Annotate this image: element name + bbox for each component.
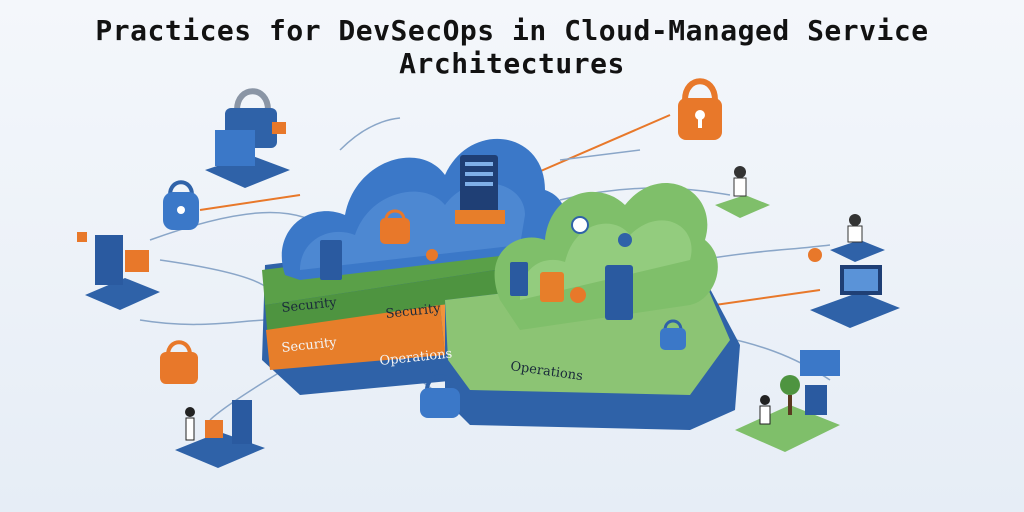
label-security-1: Security xyxy=(281,295,338,316)
padlock-icon xyxy=(380,209,410,244)
gear-icon xyxy=(426,216,632,303)
padlock-icon xyxy=(678,78,722,140)
padlock-icon xyxy=(163,180,199,230)
padlock-icon xyxy=(160,340,198,384)
laptop-icon xyxy=(810,265,900,328)
node-right xyxy=(808,214,885,262)
padlock-icon xyxy=(660,319,686,350)
label-security-3: Security xyxy=(281,335,338,356)
tree-icon xyxy=(780,375,800,415)
padlock-icon xyxy=(420,374,460,418)
node-right-top xyxy=(715,166,770,218)
label-security-2: Security xyxy=(385,301,442,322)
node-bottom-left xyxy=(175,400,265,468)
page-title: Practices for DevSecOps in Cloud-Managed… xyxy=(95,14,929,80)
cloud-servers xyxy=(320,155,633,320)
node-left xyxy=(77,232,160,310)
node-top-left xyxy=(205,122,290,188)
node-bottom-right xyxy=(735,350,840,452)
